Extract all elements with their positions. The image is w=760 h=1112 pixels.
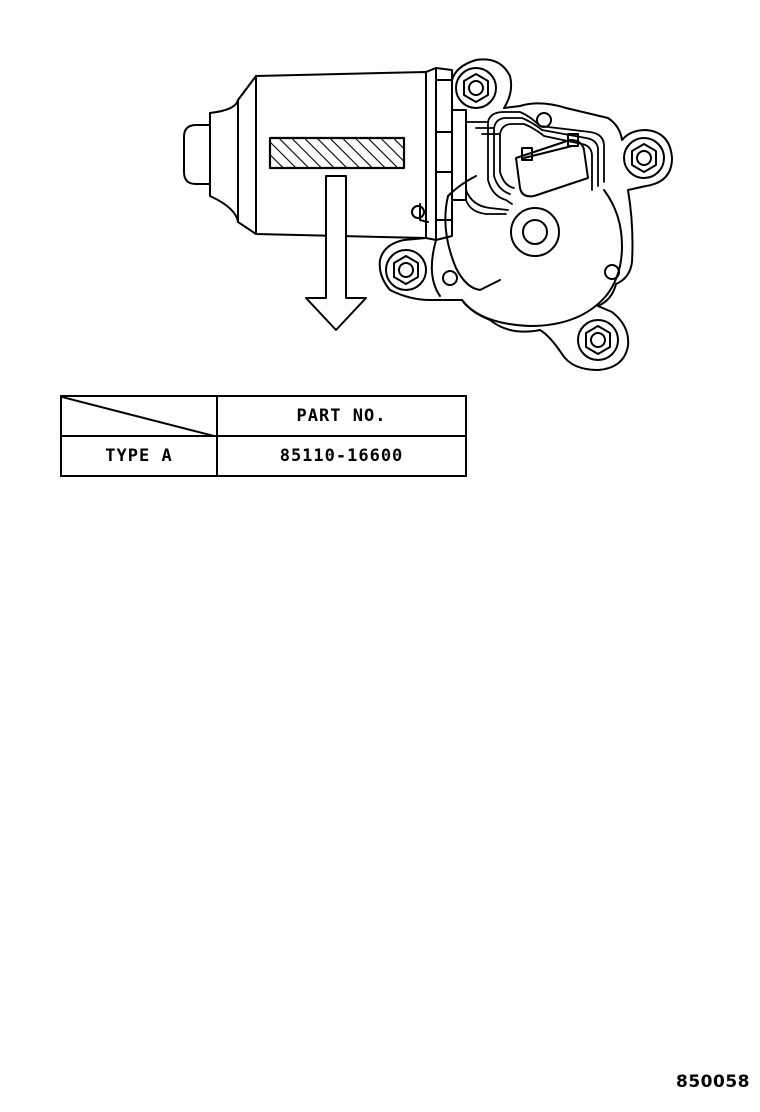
down-arrow-icon (305, 175, 367, 331)
motor-end-cap (183, 99, 239, 223)
table-header-row: PART NO. (60, 395, 467, 437)
part-no-header: PART NO. (216, 395, 467, 437)
motor-body (237, 71, 427, 239)
table-row: TYPE A 85110-16600 (60, 435, 467, 477)
hatched-label-area (268, 136, 406, 170)
output-shaft (510, 207, 560, 257)
gearbox-housing (378, 58, 673, 371)
part-number-cell: 85110-16600 (216, 435, 467, 477)
type-cell: TYPE A (60, 435, 218, 477)
mounting-bolt-icon (623, 137, 665, 179)
table-corner-cell (60, 395, 218, 437)
connector-icon (515, 133, 589, 198)
mounting-bolt-icon (455, 67, 497, 109)
mounting-bolt-icon (577, 319, 619, 361)
wiper-motor-illustration (183, 58, 673, 371)
diagonal-divider (62, 397, 218, 437)
part-number-table: PART NO. TYPE A 85110-16600 (60, 395, 467, 477)
wiring-harness (465, 111, 605, 215)
rivets (411, 112, 620, 286)
diagram-code: 850058 (676, 1072, 750, 1092)
motor-flange (419, 67, 467, 241)
mounting-bolt-icon (385, 249, 427, 291)
